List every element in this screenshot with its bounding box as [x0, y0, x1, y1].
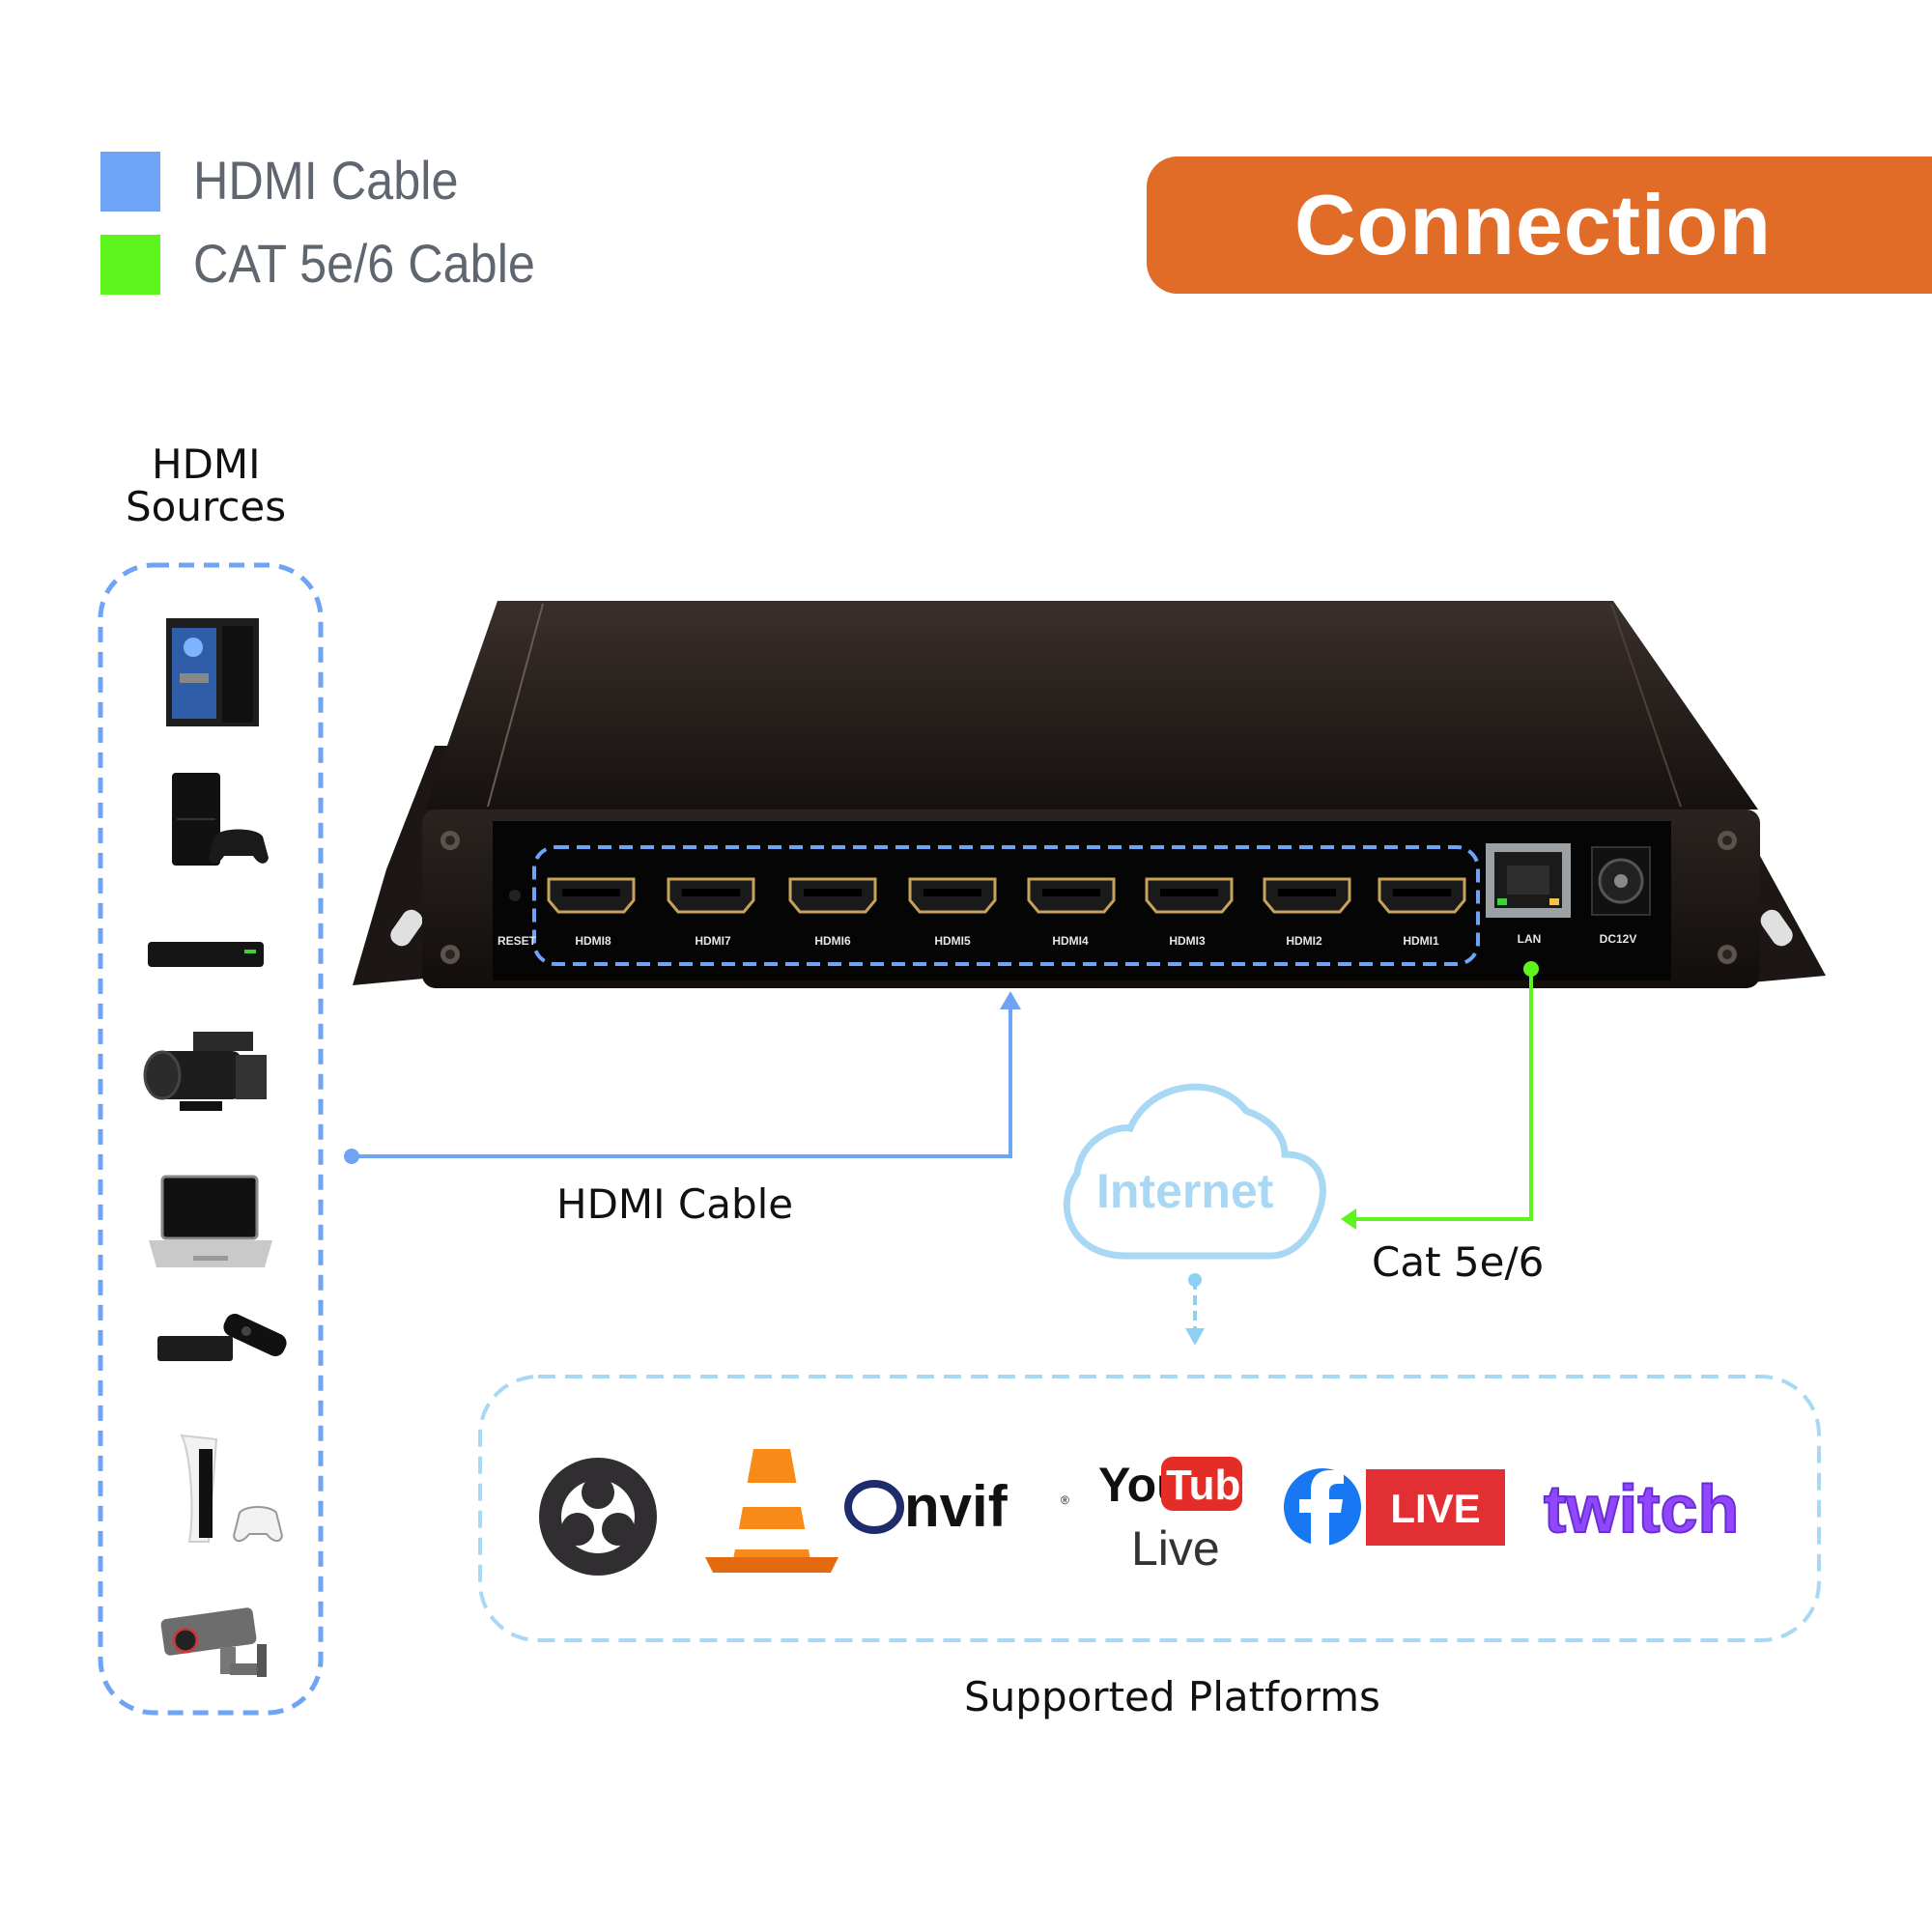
streaming-box-icon [157, 1314, 287, 1361]
desktop-pc-icon [166, 618, 259, 726]
port-label-hdmi1: HDMI1 [1403, 934, 1439, 948]
port-label-hdmi7: HDMI7 [695, 934, 731, 948]
reset-pin-hole [509, 890, 521, 901]
lan-port [1486, 843, 1571, 918]
facebook-live-text: LIVE [1390, 1486, 1480, 1531]
supported-platforms-label: Supported Platforms [964, 1673, 1380, 1720]
hdmi-cable-label: HDMI Cable [556, 1180, 794, 1228]
internet-to-platforms-arrow [1185, 1273, 1205, 1346]
youtube-live-text: Live [1131, 1521, 1220, 1576]
connection-header-badge: Connection [1147, 156, 1932, 294]
port-label-hdmi8: HDMI8 [575, 934, 611, 948]
internet-cloud [1063, 1083, 1326, 1260]
legend-swatch-cat [100, 235, 160, 295]
twitch-text: twitch [1544, 1471, 1739, 1547]
onvif-logo: nvif ® [844, 1474, 1069, 1539]
reset-label: RESET [497, 934, 537, 948]
laptop-icon [149, 1175, 272, 1267]
legend-label-cat: CAT 5e/6 Cable [193, 233, 535, 294]
legend-swatch-hdmi [100, 152, 160, 212]
cat-cable-label: Cat 5e/6 [1372, 1238, 1545, 1286]
twitch-logo: twitch [1543, 1470, 1740, 1548]
legend-label-hdmi: HDMI Cable [193, 150, 459, 211]
port-label-hdmi4: HDMI4 [1052, 934, 1089, 948]
cat-cable-line [1341, 961, 1539, 1230]
svg-text:®: ® [1061, 1493, 1069, 1507]
vlc-logo [705, 1449, 838, 1573]
hdmi-ports [547, 877, 1466, 914]
sources-title-line1: HDMI [152, 440, 261, 488]
youtube-text-tube: Tube [1166, 1462, 1264, 1509]
sources-title-line2: Sources [126, 483, 287, 530]
port-label-hdmi2: HDMI2 [1286, 934, 1322, 948]
platforms-dashed-box [478, 1375, 1821, 1642]
port-label-lan: LAN [1517, 932, 1542, 946]
port-label-dc12v: DC12V [1599, 932, 1637, 946]
youtube-live-logo: You Tube Live [1098, 1457, 1264, 1576]
hdmi-cable-line [344, 991, 1021, 1164]
device-top-surface [425, 601, 1758, 810]
hdmi-ports-dashed-box [532, 845, 1480, 966]
dc-power-port [1591, 846, 1651, 916]
internet-label: Internet [1096, 1164, 1274, 1218]
facebook-live-logo: LIVE [1284, 1468, 1505, 1546]
camcorder-icon [143, 1032, 267, 1111]
sources-dashed-box [98, 562, 324, 1716]
media-player-icon [148, 942, 264, 967]
port-label-hdmi3: HDMI3 [1169, 934, 1206, 948]
game-console-icon [172, 773, 269, 866]
ps5-console-icon [180, 1434, 284, 1543]
obs-logo [539, 1458, 657, 1576]
security-camera-icon [160, 1607, 267, 1677]
onvif-text: nvif [904, 1474, 1009, 1539]
port-label-hdmi5: HDMI5 [934, 934, 971, 948]
connection-title: Connection [1294, 177, 1772, 272]
port-label-hdmi6: HDMI6 [814, 934, 851, 948]
